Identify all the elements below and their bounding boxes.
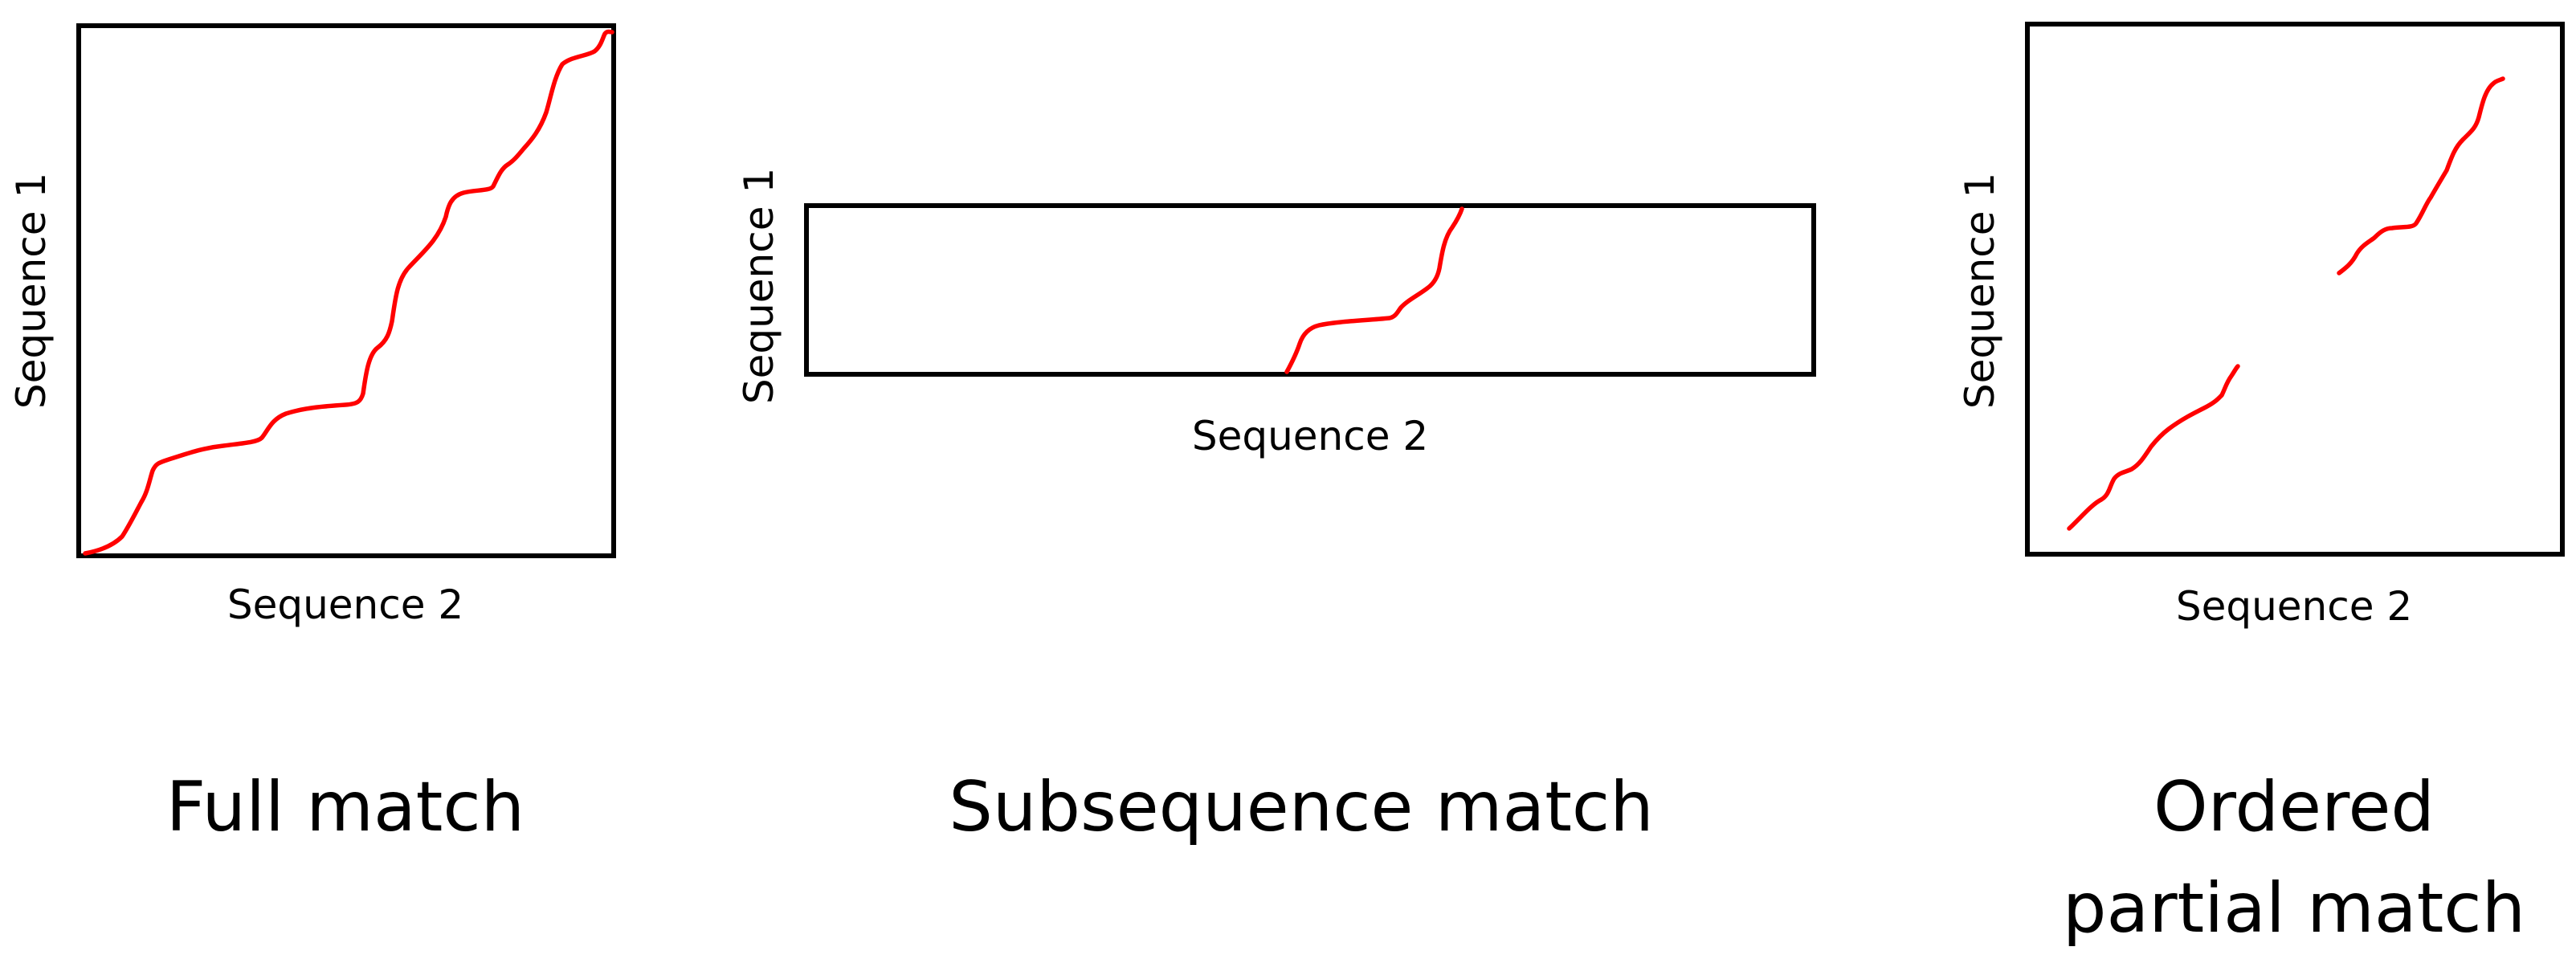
- plot-frame-full-match: [76, 23, 616, 558]
- alignment-path-subsequence-match: [1284, 206, 1464, 374]
- y-axis-label-subsequence-match: Sequence 1: [736, 168, 782, 404]
- plot-frame-ordered-partial-match: [2025, 22, 2565, 557]
- y-axis-label-ordered-partial-match: Sequence 1: [1957, 173, 2003, 409]
- caption-ordered-partial-match-line2: partial match: [2063, 868, 2525, 949]
- panel-ordered-partial-match: Sequence 1 Sequence 2 Ordered partial ma…: [1957, 22, 2565, 949]
- panel-full-match: Sequence 1 Sequence 2 Full match: [8, 23, 616, 847]
- alignment-path-segment-lower: [2067, 364, 2240, 531]
- alignment-path-full-match: [83, 29, 614, 556]
- alignment-path-segment-upper: [2337, 76, 2505, 275]
- caption-ordered-partial-match-line1: Ordered: [2153, 767, 2435, 847]
- x-axis-label-ordered-partial-match: Sequence 2: [2176, 583, 2412, 630]
- x-axis-label-subsequence-match: Sequence 2: [1192, 413, 1428, 459]
- plot-frame-subsequence-match: [804, 203, 1816, 377]
- panel-subsequence-match: Sequence 1 Sequence 2 Subsequence match: [736, 168, 1816, 847]
- y-axis-label-full-match: Sequence 1: [8, 173, 55, 409]
- x-axis-label-full-match: Sequence 2: [227, 582, 463, 628]
- caption-subsequence-match: Subsequence match: [949, 767, 1653, 847]
- caption-full-match: Full match: [166, 767, 525, 847]
